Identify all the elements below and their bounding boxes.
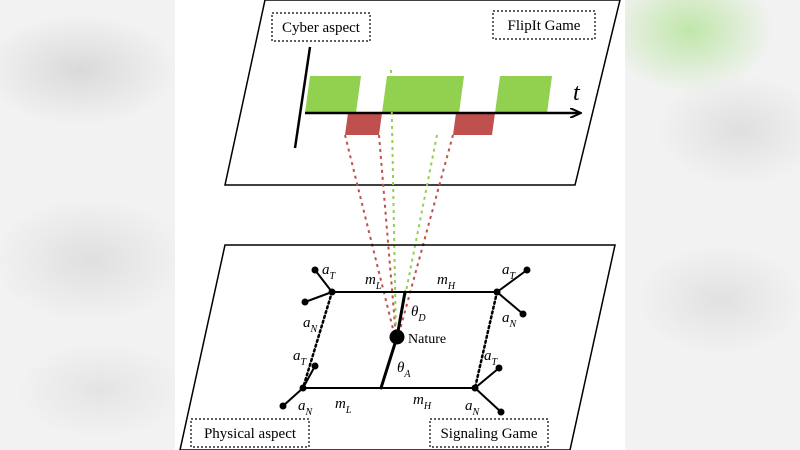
signaling-game-label-box	[429, 418, 549, 448]
m-L-bottom-symbol: m	[335, 396, 346, 412]
flipit-game-label-box	[492, 10, 596, 40]
branch-theta-D	[395, 290, 407, 339]
action-branch-br-N	[474, 387, 502, 413]
defender-interval-3	[495, 76, 552, 113]
a-N-tr-subscript: N	[509, 319, 518, 330]
a-T-bl-label: aT	[293, 348, 308, 368]
information-set-right	[473, 290, 499, 390]
flipit-game-label: FlipIt Game	[508, 18, 581, 34]
leaf-node-tl-T	[311, 266, 319, 274]
attacker-interval-1	[345, 113, 382, 135]
leaf-node-bl-N	[279, 402, 287, 410]
cyber-aspect-label: Cyber aspect	[282, 20, 361, 36]
a-T-br-subscript: T	[492, 357, 499, 368]
a-T-tl-subscript: T	[330, 271, 337, 282]
defender-interval-2	[382, 76, 464, 113]
information-set-left	[301, 290, 334, 390]
m-H-top-symbol: m	[437, 272, 448, 288]
signaling-game-tree	[282, 269, 528, 413]
leaf-node-tr-N	[519, 310, 527, 318]
leaf-node-bl-T	[311, 362, 319, 370]
signaling-game-label: Signaling Game	[440, 426, 537, 442]
theta-D-label: θD	[411, 304, 426, 324]
m-L-bottom-subscript: L	[345, 405, 352, 416]
nature-node	[389, 329, 405, 345]
m-H-bottom-subscript: H	[423, 401, 432, 412]
theta-D-symbol: θ	[411, 304, 419, 320]
physical-aspect-label: Physical aspect	[204, 426, 297, 442]
a-T-tl-label: aT	[322, 262, 337, 282]
a-N-bl-subscript: N	[305, 407, 314, 418]
theta-A-symbol: θ	[397, 360, 405, 376]
decision-node-bl	[299, 384, 307, 392]
m-L-top-label: mL	[365, 272, 382, 292]
a-T-tr-label: aT	[502, 262, 517, 282]
a-N-br-subscript: N	[472, 407, 481, 418]
a-T-bl-symbol: a	[293, 348, 301, 364]
physical-aspect-label-box	[190, 418, 310, 448]
physical-plane	[179, 244, 616, 450]
action-branch-tr-N	[496, 291, 524, 315]
leaf-node-tr-T	[523, 266, 531, 274]
a-N-tr-label: aN	[502, 310, 518, 330]
theta-A-subscript: A	[403, 369, 411, 380]
leaf-node-br-T	[495, 364, 503, 372]
a-N-tl-label: aN	[303, 315, 319, 335]
action-branch-tr-T	[496, 269, 528, 293]
a-N-tl-symbol: a	[303, 315, 311, 331]
game-nodes	[279, 266, 531, 416]
theta-D-subscript: D	[417, 313, 426, 324]
theta-A-label: θA	[397, 360, 411, 380]
a-T-tl-symbol: a	[322, 262, 330, 278]
diagram-svg: Cyber aspect FlipIt Game t	[179, 0, 621, 450]
m-H-bottom-label: mH	[413, 392, 432, 412]
decision-node-tl	[328, 288, 336, 296]
attacker-interval-2	[453, 113, 495, 135]
projection-lines	[344, 69, 454, 338]
decision-node-br	[471, 384, 479, 392]
m-L-top-symbol: m	[365, 272, 376, 288]
m-H-top-label: mH	[437, 272, 456, 292]
action-branch-br-T	[474, 367, 500, 389]
m-H-top-subscript: H	[447, 281, 456, 292]
action-branch-tl-T	[314, 269, 333, 293]
a-N-br-label: aN	[465, 398, 481, 418]
a-N-bl-symbol: a	[298, 398, 306, 414]
decision-node-tr	[493, 288, 501, 296]
m-L-top-subscript: L	[375, 281, 382, 292]
action-branch-tl-N	[304, 291, 333, 303]
defender-interval-1	[305, 76, 361, 113]
time-axis-label: t	[573, 80, 581, 106]
branch-theta-A	[379, 335, 399, 390]
red-projection-line-2	[378, 134, 397, 338]
a-N-br-symbol: a	[465, 398, 473, 414]
a-T-br-label: aT	[484, 348, 499, 368]
a-T-br-symbol: a	[484, 348, 492, 364]
leaf-node-tl-N	[301, 298, 309, 306]
m-H-bottom-symbol: m	[413, 392, 424, 408]
action-branch-bl-N	[282, 387, 304, 407]
a-N-tl-subscript: N	[310, 324, 319, 335]
leaf-node-br-N	[497, 408, 505, 416]
a-N-bl-label: aN	[298, 398, 314, 418]
nature-label: Nature	[408, 332, 446, 347]
green-projection-line-1	[390, 69, 397, 338]
time-axis-vertical	[293, 46, 312, 149]
a-T-bl-subscript: T	[301, 357, 308, 368]
a-N-tr-symbol: a	[502, 310, 510, 326]
m-L-bottom-label: mL	[335, 396, 352, 416]
a-T-tr-symbol: a	[502, 262, 510, 278]
figure-canvas: Cyber aspect FlipIt Game t	[175, 0, 625, 450]
cyber-aspect-label-box	[271, 12, 371, 42]
a-T-tr-subscript: T	[510, 271, 517, 282]
